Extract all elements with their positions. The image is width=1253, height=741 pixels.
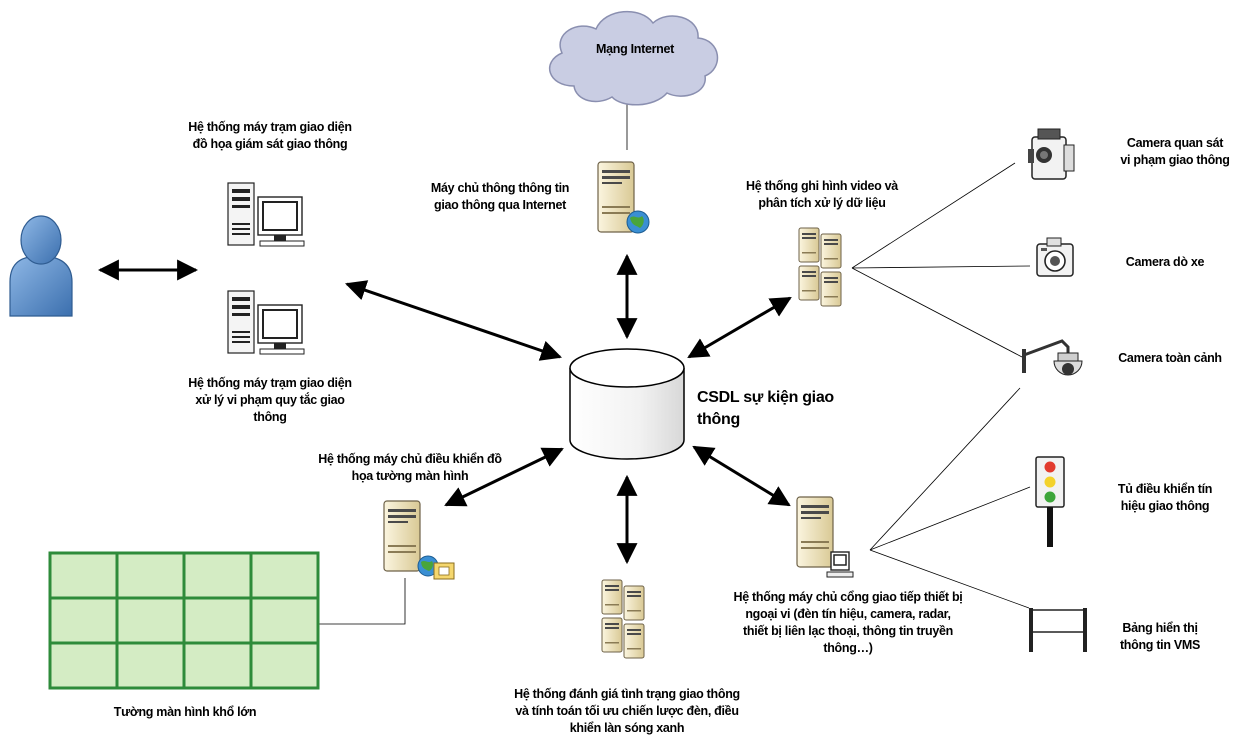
person-icon bbox=[9, 215, 73, 317]
violation-camera-label: Camera quan sát vi phạm giao thông bbox=[1120, 136, 1230, 167]
internet-server-label: Máy chủ thông thông tin giao thông qua I… bbox=[430, 181, 570, 212]
gui-monitor-workstation-icon bbox=[227, 182, 305, 247]
thin-lines bbox=[319, 98, 1031, 625]
link-wall-server-db bbox=[444, 447, 564, 507]
dome-camera-icon bbox=[1022, 339, 1083, 376]
signal-cabinet-label: Tủ điều khiển tín hiệu giao thông bbox=[1117, 482, 1213, 513]
internet-server-icon bbox=[597, 161, 650, 234]
internet-cloud-label: Mạng Internet bbox=[595, 42, 675, 56]
internet-cloud bbox=[549, 10, 719, 106]
evaluation-system-label: Hệ thống đánh giá tình trạng giao thông … bbox=[514, 687, 740, 735]
link-video-db bbox=[687, 296, 792, 359]
video-server-cluster-icon bbox=[798, 227, 842, 307]
gateway-server-icon bbox=[796, 496, 854, 578]
video-camera-icon bbox=[1028, 128, 1075, 180]
violation-workstation-icon bbox=[227, 290, 305, 355]
gui-monitor-workstation-label: Hệ thống máy trạm giao diện đồ họa giám … bbox=[188, 120, 352, 151]
video-system-label: Hệ thống ghi hình video và phân tích xử … bbox=[746, 179, 898, 210]
link-workstations-db bbox=[345, 280, 562, 361]
detection-camera-label: Camera dò xe bbox=[1125, 255, 1205, 269]
gateway-server-label: Hệ thống máy chủ cổng giao tiếp thiết bị… bbox=[733, 590, 963, 655]
camera-icon bbox=[1036, 237, 1074, 277]
database-icon bbox=[569, 348, 685, 460]
violation-workstation-label: Hệ thống máy trạm giao diện xử lý vi phạ… bbox=[188, 376, 352, 424]
evaluation-server-cluster-icon bbox=[601, 579, 645, 659]
panorama-camera-label: Camera toàn cảnh bbox=[1118, 351, 1222, 365]
connections bbox=[97, 253, 792, 565]
wall-control-server-label: Hệ thống máy chủ điều khiển đồ họa tường… bbox=[318, 452, 502, 483]
vms-board-icon bbox=[1029, 608, 1087, 652]
video-wall-label: Tường màn hình khổ lớn bbox=[113, 705, 257, 719]
traffic-light-icon bbox=[1035, 456, 1065, 547]
vms-board-label: Bảng hiển thị thông tin VMS bbox=[1119, 621, 1201, 652]
link-gateway-db bbox=[692, 445, 791, 507]
database-label: CSDL sự kiện giao thông bbox=[697, 389, 834, 428]
wall-control-server-icon bbox=[383, 500, 455, 580]
video-wall-icon bbox=[48, 551, 320, 690]
